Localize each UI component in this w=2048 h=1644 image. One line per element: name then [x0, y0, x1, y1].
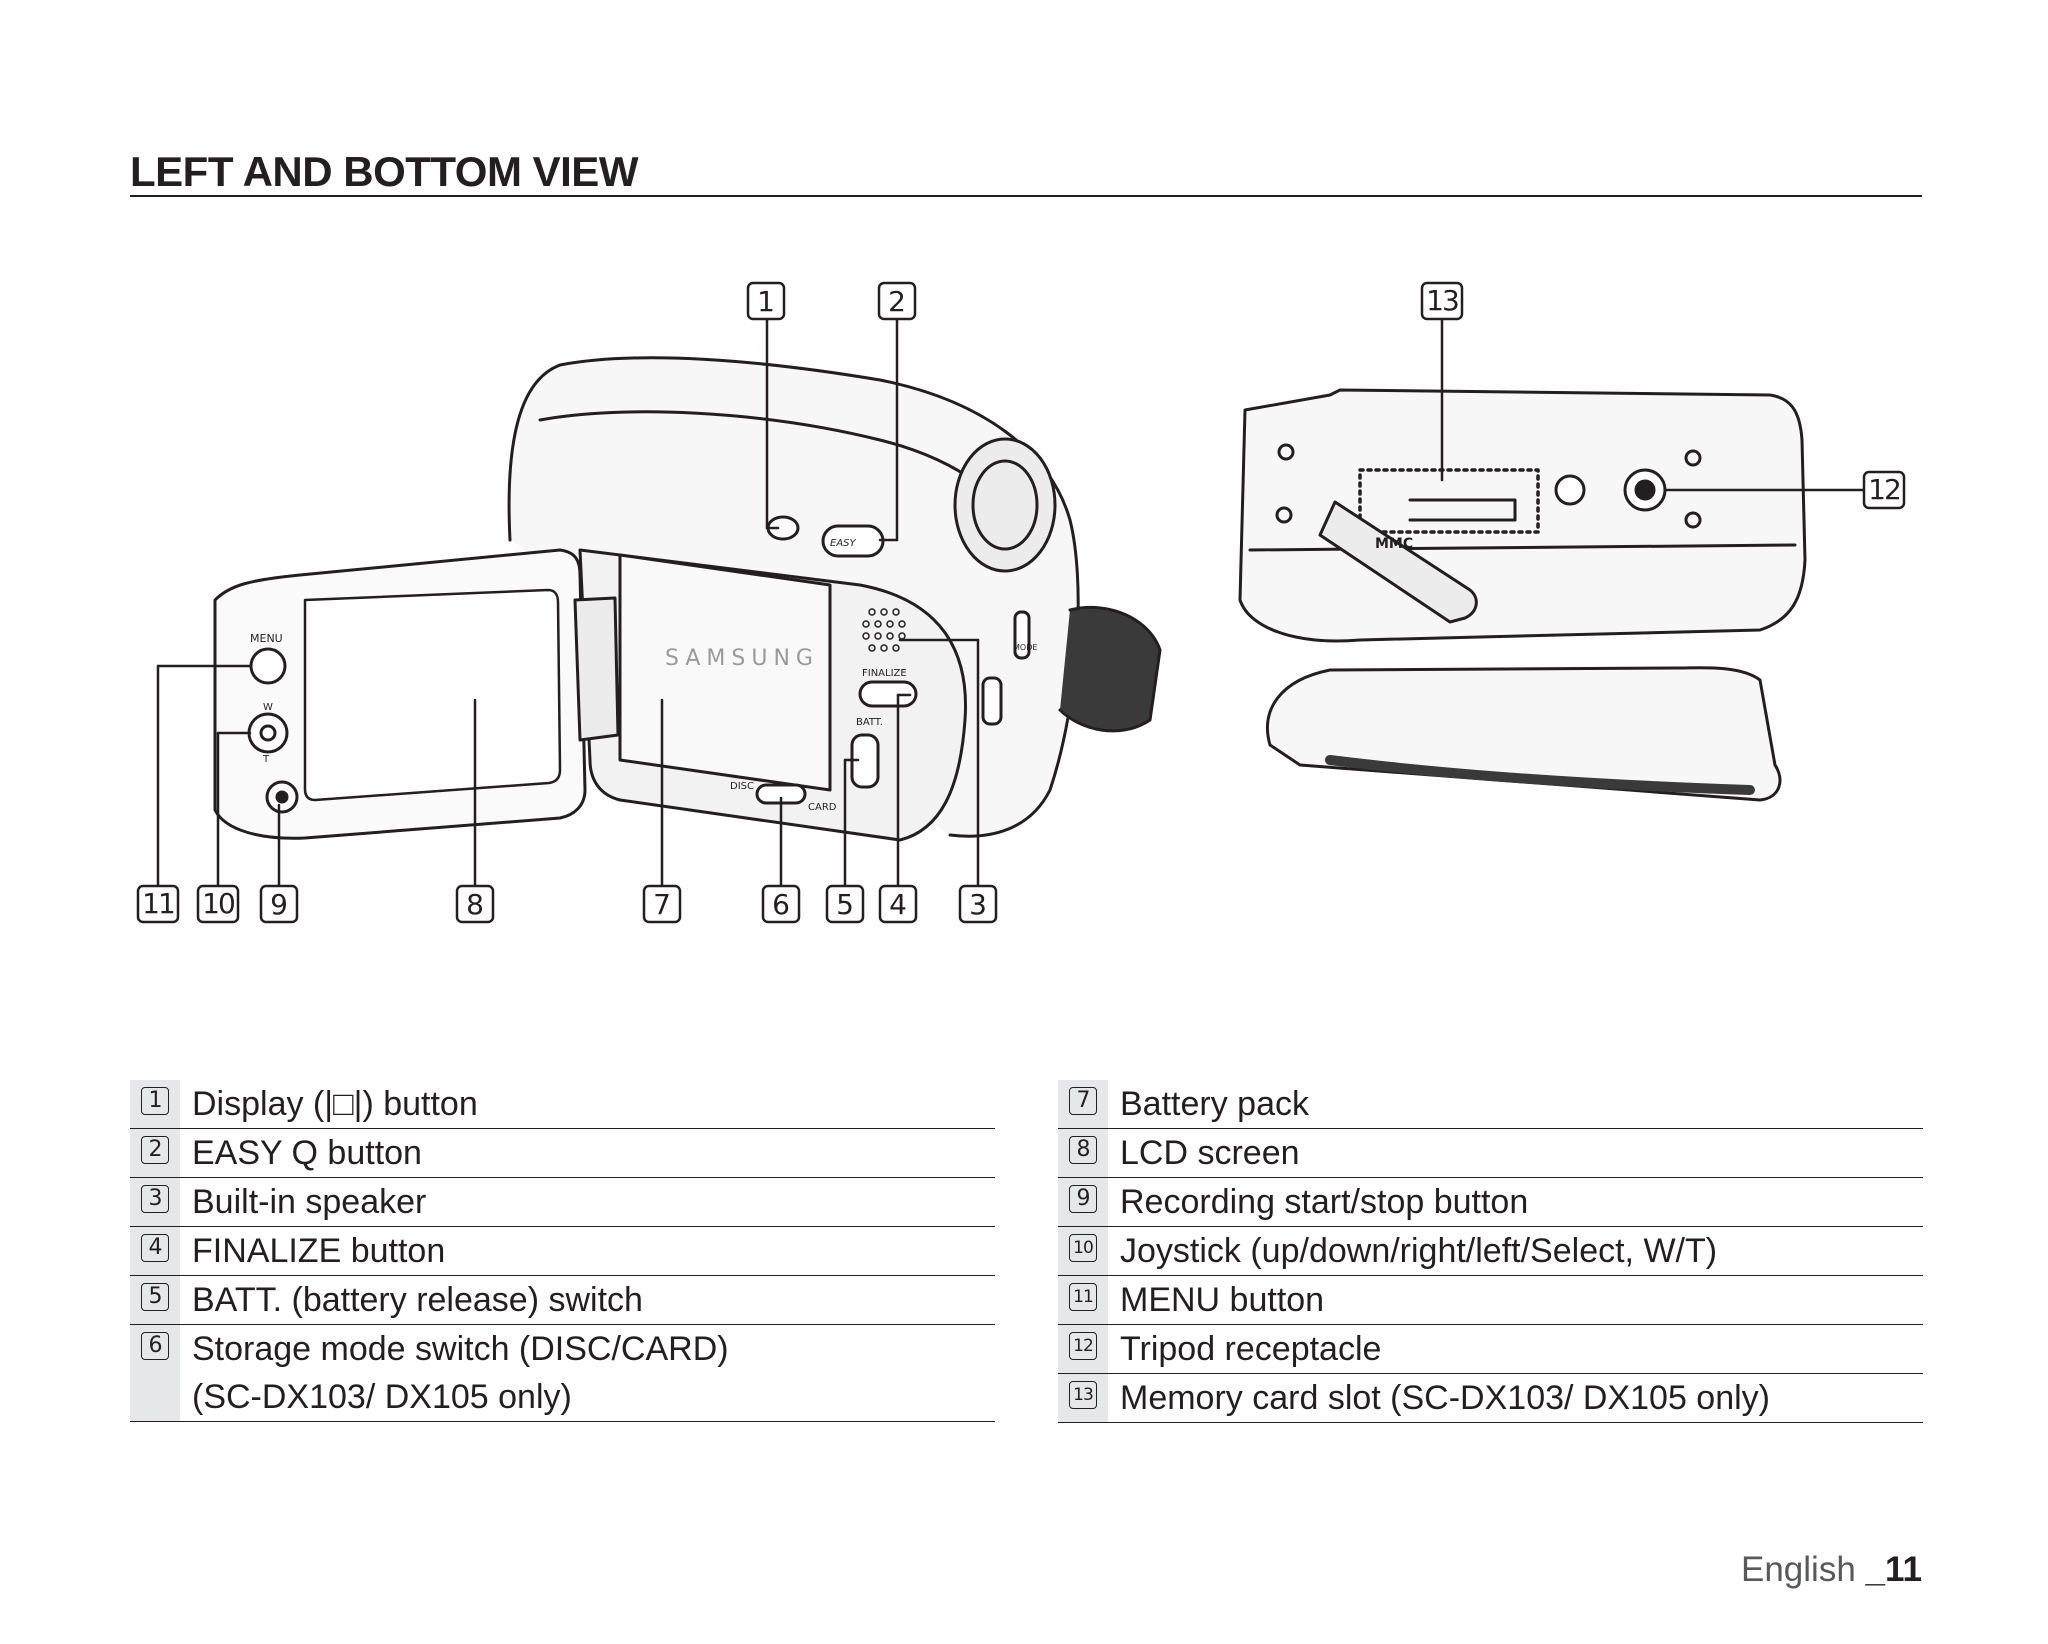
svg-text:6: 6: [772, 888, 790, 921]
legend-number: 5: [141, 1283, 169, 1311]
device-label-menu: MENU: [250, 632, 283, 645]
legend-text: Storage mode switch (DISC/CARD) (SC-DX10…: [192, 1330, 729, 1416]
legend-text: Memory card slot (SC-DX103/ DX105 only): [1120, 1379, 1771, 1417]
callout-1: 1: [746, 281, 786, 321]
callout-12: 12: [1862, 470, 1906, 510]
callout-3: 3: [958, 884, 998, 924]
callouts: 1 2 3 4 5 6 7 8: [136, 281, 1906, 924]
legend-number: 8: [1069, 1136, 1097, 1164]
legend-number: 9: [1069, 1185, 1097, 1213]
legend-row: 6 Storage mode switch (DISC/CARD) (SC-DX…: [130, 1325, 995, 1422]
legend-row: 12 Tripod receptacle: [1058, 1325, 1923, 1374]
legend-row: 3 Built-in speaker: [130, 1178, 995, 1227]
legend-number: 11: [1069, 1283, 1097, 1311]
legend-row: 8 LCD screen: [1058, 1129, 1923, 1178]
svg-text:9: 9: [270, 888, 288, 921]
svg-text:1: 1: [757, 285, 775, 318]
legend-text: Recording start/stop button: [1120, 1183, 1529, 1221]
legend-text: Built-in speaker: [192, 1183, 427, 1221]
legend-text: FINALIZE button: [192, 1232, 446, 1270]
legend-number: 1: [141, 1087, 169, 1115]
svg-text:13: 13: [1426, 284, 1458, 317]
legend-table-right: 7 Battery pack 8 LCD screen 9 Recording …: [1058, 1080, 1923, 1423]
callout-8: 8: [455, 884, 495, 924]
legend-row: 9 Recording start/stop button: [1058, 1178, 1923, 1227]
callout-5: 5: [825, 884, 865, 924]
legend-number: 2: [141, 1136, 169, 1164]
svg-text:2: 2: [888, 285, 906, 318]
legend-number: 10: [1069, 1234, 1097, 1262]
legend-text: MENU button: [1120, 1281, 1325, 1319]
footer-language: English: [1741, 1550, 1866, 1589]
camcorder-left-view: [213, 356, 1162, 842]
camcorder-illustration: MENU W T SAMSUNG FINALIZE BATT. DISC CAR…: [136, 281, 1906, 924]
legend-text: EASY Q button: [192, 1134, 422, 1172]
legend-row: 11 MENU button: [1058, 1276, 1923, 1325]
device-label-card: CARD: [808, 802, 837, 813]
legend-number: 12: [1069, 1332, 1097, 1360]
callout-10: 10: [196, 884, 240, 924]
callout-4: 4: [878, 884, 918, 924]
device-label-mode: MODE: [1013, 643, 1037, 652]
camcorder-figure: MENU W T SAMSUNG FINALIZE BATT. DISC CAR…: [136, 281, 1906, 924]
legend-text: Joystick (up/down/right/left/Select, W/T…: [1120, 1232, 1718, 1270]
device-label-disc: DISC: [730, 781, 754, 792]
legend-number: 3: [141, 1185, 169, 1213]
callout-13: 13: [1420, 281, 1464, 321]
svg-text:7: 7: [653, 888, 671, 921]
svg-text:4: 4: [889, 888, 907, 921]
legend-row: 7 Battery pack: [1058, 1080, 1923, 1129]
svg-text:12: 12: [1868, 473, 1900, 506]
svg-text:11: 11: [142, 887, 174, 920]
legend-row: 1 Display (|□|) button: [130, 1080, 995, 1129]
camcorder-bottom-view: [1238, 388, 1807, 802]
legend-number: 7: [1069, 1087, 1097, 1115]
legend-text: Battery pack: [1120, 1085, 1309, 1123]
callout-9: 9: [259, 884, 299, 924]
title-rule: [130, 195, 1922, 197]
legend-row: 4 FINALIZE button: [130, 1227, 995, 1276]
legend-number: 4: [141, 1234, 169, 1262]
page-title: LEFT AND BOTTOM VIEW: [130, 148, 638, 195]
legend-number: 13: [1069, 1381, 1097, 1409]
legend-row: 5 BATT. (battery release) switch: [130, 1276, 995, 1325]
legend-number: 6: [141, 1332, 169, 1360]
legend-row: 13 Memory card slot (SC-DX103/ DX105 onl…: [1058, 1374, 1923, 1423]
svg-text:10: 10: [202, 887, 234, 920]
callout-6: 6: [761, 884, 801, 924]
callout-7: 7: [642, 884, 682, 924]
legend-row: 2 EASY Q button: [130, 1129, 995, 1178]
leader-lines: [156, 316, 1867, 887]
legend-text: Tripod receptacle: [1120, 1330, 1382, 1368]
device-label-w: W: [263, 702, 273, 713]
device-label-finalize: FINALIZE: [862, 668, 907, 679]
legend-text: Display (|□|) button: [192, 1085, 478, 1123]
page-number: _11: [1865, 1550, 1922, 1589]
svg-text:8: 8: [466, 888, 484, 921]
page-footer: English _11: [1741, 1550, 1922, 1590]
legend-text: LCD screen: [1120, 1134, 1300, 1172]
legend-row: 10 Joystick (up/down/right/left/Select, …: [1058, 1227, 1923, 1276]
device-label-easy: EASY: [830, 538, 857, 549]
device-label-batt: BATT.: [856, 717, 883, 728]
legend-table-left: 1 Display (|□|) button 2 EASY Q button 3…: [130, 1080, 995, 1422]
device-label-mmc: MMC: [1375, 536, 1413, 552]
svg-text:3: 3: [969, 888, 987, 921]
svg-text:5: 5: [836, 888, 854, 921]
callout-11: 11: [136, 884, 180, 924]
device-label-brand: SAMSUNG: [665, 646, 819, 671]
legend-text: BATT. (battery release) switch: [192, 1281, 643, 1319]
device-label-t: T: [262, 754, 270, 765]
callout-2: 2: [877, 281, 917, 321]
